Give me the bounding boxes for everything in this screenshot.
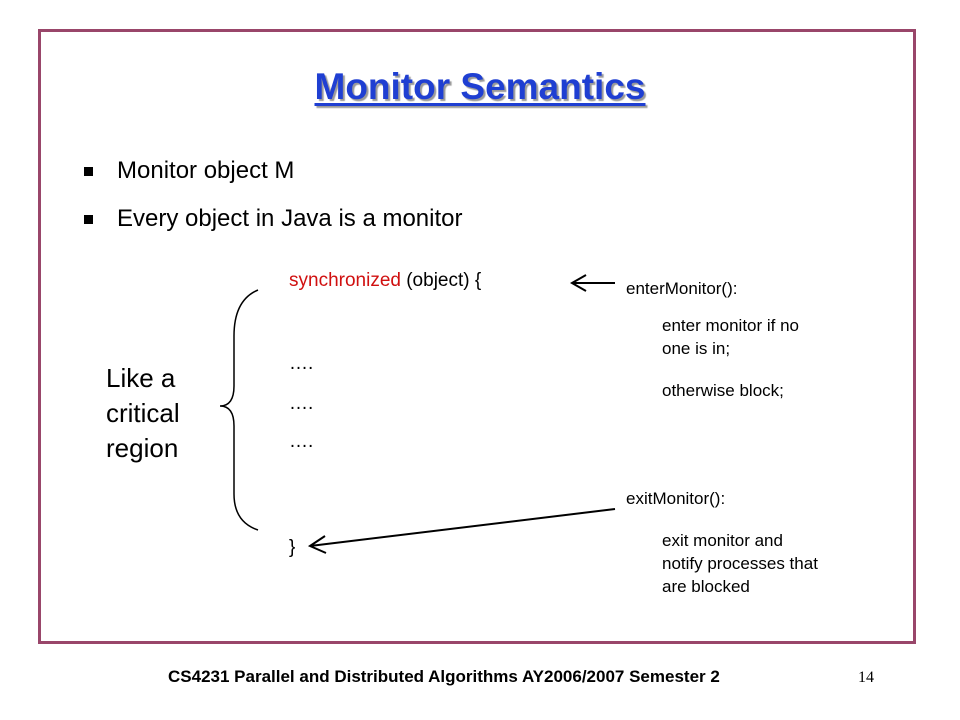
curly-brace-icon (219, 289, 259, 531)
exit-desc-line: exit monitor and (662, 531, 783, 550)
side-label: Like a critical region (106, 361, 180, 466)
bullet-item: Every object in Java is a monitor (84, 204, 462, 234)
bullet-text: Monitor object M (117, 157, 295, 184)
code-open-rest: (object) { (406, 270, 482, 291)
enter-monitor-desc: enter monitor if no one is in; (662, 314, 799, 360)
enter-desc-line: enter monitor if no (662, 316, 800, 335)
exit-monitor-desc: exit monitor and notify processes that a… (662, 529, 818, 598)
slide-frame (38, 29, 916, 644)
bullet-item: Monitor object M (84, 156, 294, 186)
code-dots: …. (289, 431, 314, 452)
bullet-square-icon (84, 214, 93, 224)
exit-desc-line: are blocked (662, 577, 750, 596)
slide-title: Monitor Semantics (314, 66, 646, 107)
arrow-icon (569, 274, 615, 292)
arrow-icon (307, 508, 616, 554)
bullet-square-icon (84, 166, 93, 176)
enter-monitor-name: enterMonitor(): (626, 279, 738, 298)
page-number: 14 (858, 669, 874, 686)
enter-monitor-desc-2: otherwise block; (662, 381, 784, 400)
enter-desc-line: one is in; (662, 339, 731, 358)
exit-monitor-name: exitMonitor(): (626, 489, 726, 508)
side-label-line: critical (106, 398, 180, 428)
slide-footer: CS4231 Parallel and Distributed Algorith… (168, 667, 720, 686)
code-keyword: synchronized (289, 270, 401, 291)
code-dots: …. (289, 393, 314, 414)
exit-desc-line: notify processes that (662, 554, 818, 573)
side-label-line: Like a (106, 363, 176, 393)
bullet-text: Every object in Java is a monitor (117, 205, 463, 232)
code-open-line: synchronized (object) { (289, 269, 481, 293)
code-dots: …. (289, 353, 314, 374)
side-label-line: region (106, 433, 179, 463)
code-close-brace: } (289, 537, 296, 558)
